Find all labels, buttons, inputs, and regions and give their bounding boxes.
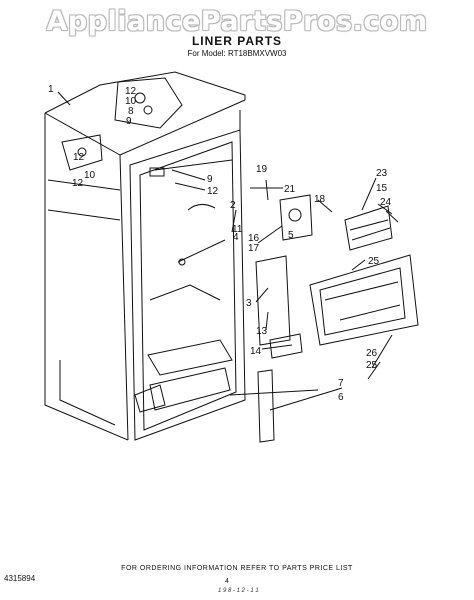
callout: 10 xyxy=(125,96,137,107)
callout: 12 xyxy=(207,186,219,197)
liner-frame xyxy=(129,129,246,441)
callout: 15 xyxy=(376,183,388,194)
callout: 17 xyxy=(248,243,260,254)
callout: 14 xyxy=(250,346,262,357)
callout: 8 xyxy=(128,106,134,117)
leader-lines xyxy=(57,91,399,411)
callout: 12 xyxy=(72,178,84,189)
evaporator-cover xyxy=(309,254,419,346)
page-number: 4 xyxy=(225,578,229,585)
callout: 3 xyxy=(246,298,252,309)
light-assembly xyxy=(279,194,313,241)
callout: 9 xyxy=(126,116,132,127)
callout: 5 xyxy=(288,230,294,241)
part-number: 4315894 xyxy=(4,574,36,583)
callout: 6 xyxy=(338,392,344,403)
handwritten-note: 1 9 8 - 1 2 - 1 1 xyxy=(218,588,259,594)
callout: 21 xyxy=(284,184,296,195)
callout: 19 xyxy=(256,164,268,175)
callout: 16 xyxy=(248,233,260,244)
callout: 25 xyxy=(368,256,380,267)
model-line: For Model: RT18BMXVW03 xyxy=(187,49,287,58)
callout: 24 xyxy=(380,197,392,208)
callout: 1 xyxy=(48,84,54,95)
callout: 18 xyxy=(314,194,326,205)
callout: 4 xyxy=(233,232,239,243)
callout: 26 xyxy=(366,348,378,359)
footer-note: FOR ORDERING INFORMATION REFER TO PARTS … xyxy=(121,565,353,572)
lower-panels xyxy=(255,255,303,443)
page-title: LINER PARTS xyxy=(191,34,283,48)
callout: 2 xyxy=(230,200,236,211)
callout: 7 xyxy=(338,378,344,389)
callout: 11 xyxy=(232,224,243,235)
cabinet-shell xyxy=(44,71,246,441)
callout: 25 xyxy=(366,360,378,371)
callout: 10 xyxy=(84,170,96,181)
callout: 23 xyxy=(376,168,388,179)
callout: 13 xyxy=(256,326,268,337)
fan-grille xyxy=(344,205,393,251)
callout: 9 xyxy=(207,174,213,185)
callout: 12 xyxy=(125,86,137,97)
callout: 12 xyxy=(73,152,85,163)
control-cluster xyxy=(61,77,226,266)
watermark: AppliancePartsPros.com xyxy=(46,6,428,37)
